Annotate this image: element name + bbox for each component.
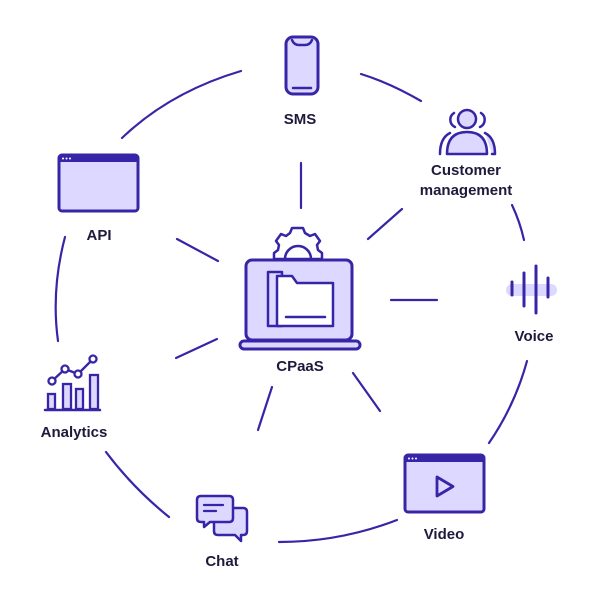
- sms-label: SMS: [284, 111, 317, 128]
- arc-api-sms: [120, 69, 243, 140]
- spoke-chat: [256, 385, 274, 432]
- chat-label: Chat: [205, 553, 238, 570]
- node-sms[interactable]: SMS: [284, 35, 320, 128]
- node-chat[interactable]: Chat: [195, 494, 249, 570]
- outer-ring: [54, 69, 529, 544]
- voice-label: Voice: [515, 328, 554, 345]
- smartphone-icon: [284, 35, 320, 96]
- spoke-api: [175, 237, 220, 263]
- video-label: Video: [424, 526, 465, 543]
- arc-voice-video: [487, 359, 529, 445]
- spoke-customer: [366, 207, 404, 241]
- center-label: CPaaS: [276, 358, 324, 375]
- laptop-folder-gear-icon: [238, 226, 362, 351]
- sound-wave-icon: [506, 264, 557, 315]
- arc-chat-analytics: [104, 450, 171, 519]
- arc-customer-voice: [510, 203, 526, 242]
- node-voice[interactable]: Voice: [506, 264, 557, 345]
- node-analytics[interactable]: Analytics: [41, 354, 108, 442]
- center-node-cpaas[interactable]: CPaaS: [238, 226, 362, 375]
- analytics-label: Analytics: [41, 424, 108, 441]
- browser-window-icon: [57, 153, 140, 213]
- node-video[interactable]: Video: [403, 453, 486, 543]
- chat-bubbles-icon: [195, 494, 249, 543]
- video-player-icon: [403, 453, 486, 514]
- spoke-video: [351, 371, 382, 413]
- node-customer-management[interactable]: Customer management: [420, 108, 513, 199]
- api-label: API: [86, 227, 111, 244]
- analytics-chart-icon: [43, 354, 102, 412]
- customer-label-line1: Customer: [431, 162, 501, 179]
- arc-video-chat: [277, 518, 399, 544]
- users-icon: [438, 108, 497, 156]
- spoke-analytics: [174, 337, 219, 360]
- node-api[interactable]: API: [57, 153, 140, 244]
- arc-sms-customer: [359, 72, 423, 103]
- arc-analytics-api: [54, 235, 67, 343]
- spokes: [174, 161, 439, 432]
- customer-label-line2: management: [420, 182, 513, 199]
